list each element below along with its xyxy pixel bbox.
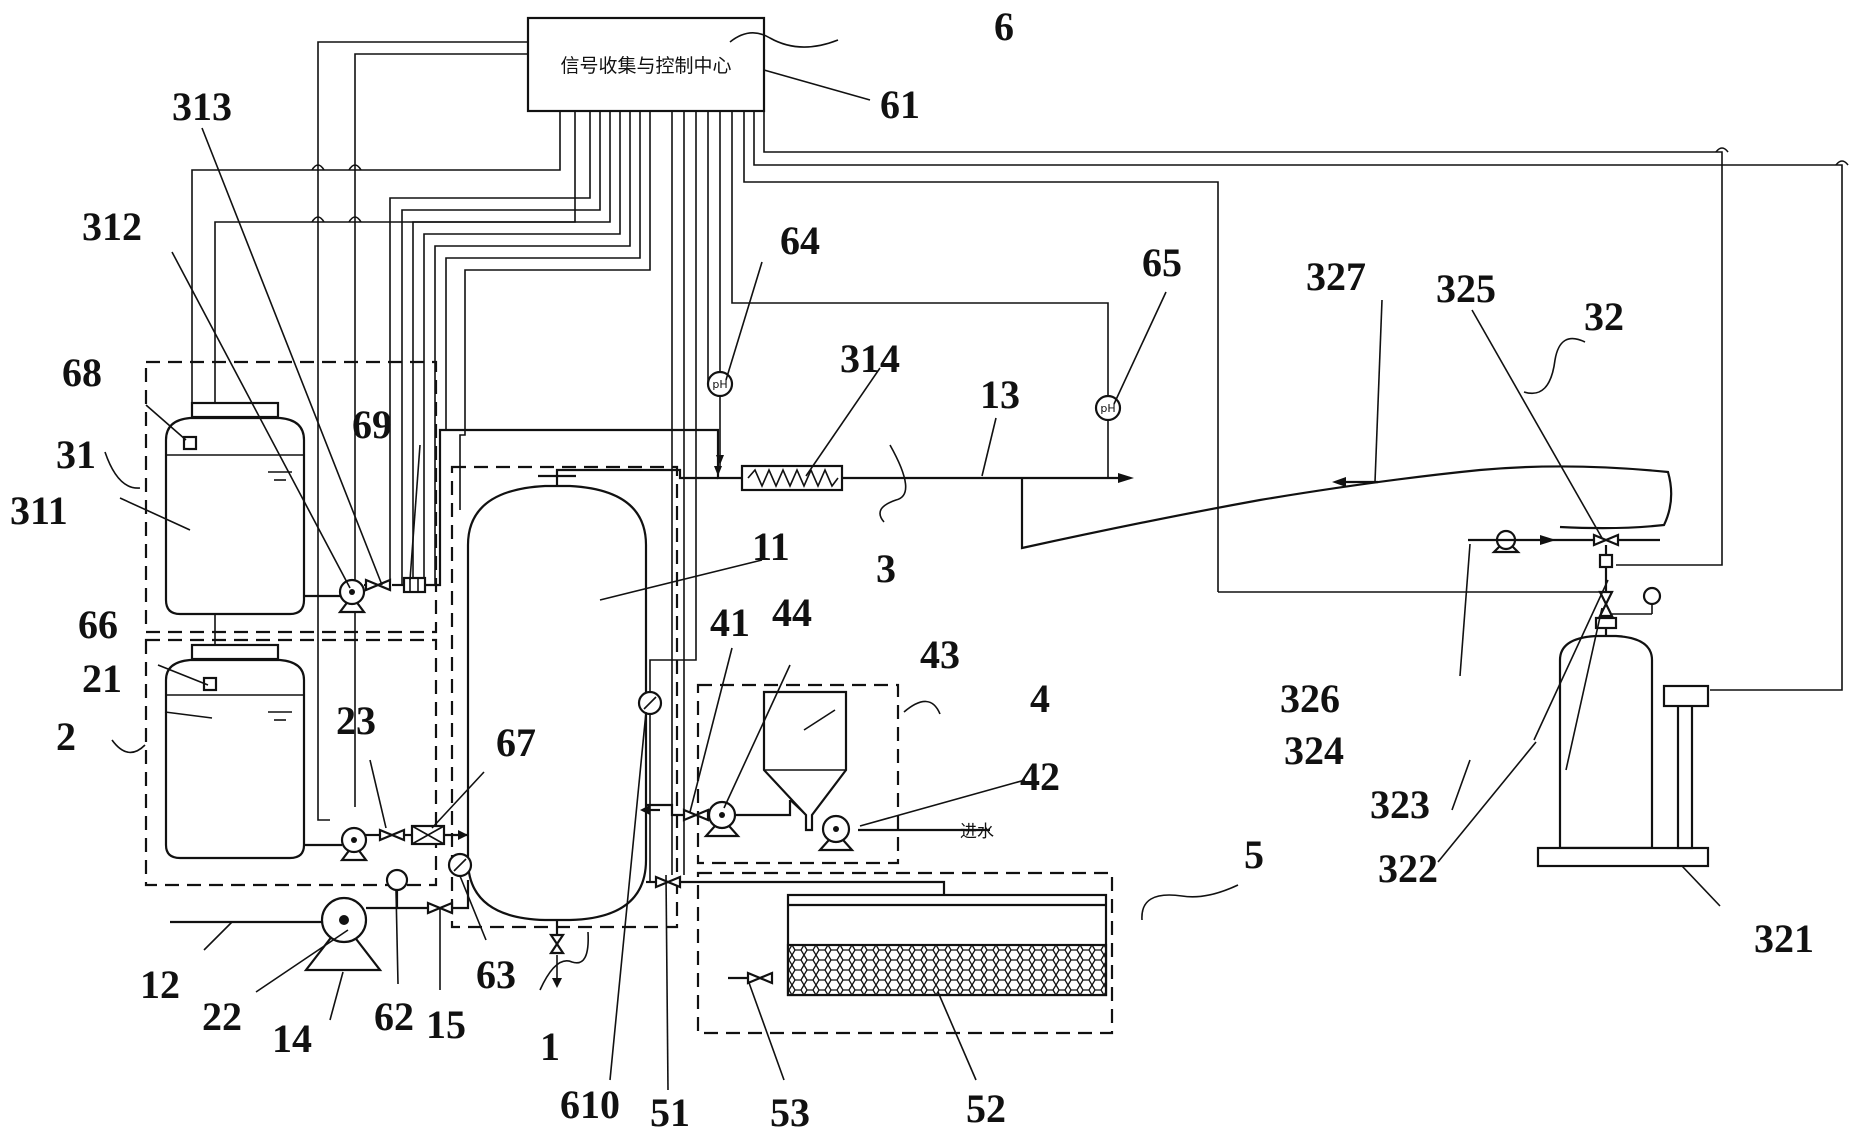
- label-22: 22: [202, 994, 242, 1039]
- label-68: 68: [62, 350, 102, 395]
- svg-text:pH: pH: [1100, 402, 1115, 415]
- inline-mixer-67: [410, 824, 446, 846]
- pump-44: [703, 800, 741, 838]
- label-2: 2: [56, 714, 76, 759]
- control-center-label: 信号收集与控制中心: [560, 55, 731, 77]
- label-44: 44: [772, 590, 812, 635]
- label-43: 43: [920, 632, 960, 677]
- signal-wires: [191, 41, 1849, 875]
- unit-4-boundary: [696, 683, 900, 865]
- reactor-11: [466, 474, 648, 988]
- label-64: 64: [780, 218, 820, 263]
- level-sensor-68: [182, 435, 198, 451]
- ph-sensor-64: pH: [706, 370, 734, 466]
- valves: [364, 533, 1660, 985]
- label-51: 51: [650, 1090, 690, 1135]
- pump-22: [339, 826, 369, 862]
- signal-control-center: 信号收集与控制中心: [526, 16, 766, 113]
- label-66: 66: [78, 602, 118, 647]
- unit-31-boundary: [144, 360, 438, 634]
- label-327: 327: [1306, 254, 1366, 299]
- tank-21: [164, 643, 306, 860]
- label-15: 15: [426, 1002, 466, 1047]
- number-labels: 6 61 313 312 64 65 327 325 32 314 13 68 …: [10, 4, 1814, 1135]
- filter-bed-52: [786, 893, 1108, 997]
- label-53: 53: [770, 1090, 810, 1135]
- label-23: 23: [336, 698, 376, 743]
- label-14: 14: [272, 1016, 312, 1061]
- label-325: 325: [1436, 266, 1496, 311]
- pump-42: [817, 814, 855, 852]
- static-mixer-314: [740, 464, 844, 492]
- label-1: 1: [540, 1024, 560, 1069]
- label-313: 313: [172, 84, 232, 129]
- unit-1-boundary: [450, 465, 679, 929]
- scale-321: [1536, 684, 1710, 868]
- pump-14: [303, 896, 383, 972]
- gas-cylinder-322: [1558, 545, 1662, 850]
- pump-326: [1468, 529, 1594, 554]
- label-32: 32: [1584, 294, 1624, 339]
- label-12: 12: [140, 962, 180, 1007]
- label-67: 67: [496, 720, 536, 765]
- label-65: 65: [1142, 240, 1182, 285]
- ph-sensor-65: pH: [1094, 394, 1122, 478]
- label-31: 31: [56, 432, 96, 477]
- label-4: 4: [1030, 676, 1050, 721]
- label-41: 41: [710, 600, 750, 645]
- label-62: 62: [374, 994, 414, 1039]
- label-314: 314: [840, 336, 900, 381]
- inline-mixer-69: [402, 576, 427, 594]
- open-channel-327: [1020, 465, 1673, 550]
- hopper-43: 进水: [762, 690, 994, 842]
- label-52: 52: [966, 1086, 1006, 1131]
- label-3: 3: [876, 546, 896, 591]
- label-13: 13: [980, 372, 1020, 417]
- label-11: 11: [752, 524, 790, 569]
- unit-5-boundary: [696, 871, 1114, 1035]
- pressure-gauge-63: [447, 852, 473, 878]
- label-326: 326: [1280, 676, 1340, 721]
- process-pipes: [170, 428, 1134, 924]
- pressure-gauge-610: [637, 690, 663, 882]
- label-21: 21: [82, 656, 122, 701]
- pump-312: [337, 578, 367, 614]
- label-5: 5: [1244, 832, 1264, 877]
- label-6: 6: [994, 4, 1014, 49]
- label-321: 321: [1754, 916, 1814, 961]
- tank-311: [164, 401, 306, 616]
- label-42: 42: [1020, 754, 1060, 799]
- label-69: 69: [352, 402, 392, 447]
- label-63: 63: [476, 952, 516, 997]
- svg-text:pH: pH: [712, 378, 727, 391]
- label-322: 322: [1378, 846, 1438, 891]
- label-610: 610: [560, 1082, 620, 1127]
- label-311: 311: [10, 488, 68, 533]
- label-323: 323: [1370, 782, 1430, 827]
- label-324: 324: [1284, 728, 1344, 773]
- leader-lines: [104, 32, 1721, 1091]
- label-312: 312: [82, 204, 142, 249]
- unit-2-boundary: [144, 638, 438, 887]
- label-61: 61: [880, 82, 920, 127]
- water-inlet-label: 进水: [960, 822, 994, 842]
- flowmeter-62: [385, 868, 409, 908]
